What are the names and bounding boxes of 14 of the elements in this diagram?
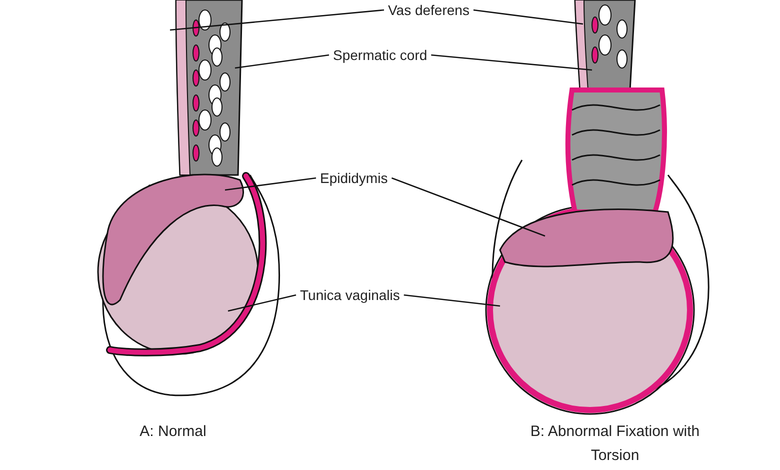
leader-line [224,177,316,191]
leader-line [404,294,500,307]
leader-line [234,54,330,69]
leader-line [228,294,296,312]
leader-line [391,177,546,237]
leader-line [170,9,384,31]
panel-caption: B: Abnormal Fixation with Torsion [530,423,700,464]
leader-line [473,9,584,25]
leader-line [431,54,592,71]
part-label: Vas deferens [388,1,470,20]
panel-caption: A: Normal [140,423,206,440]
part-label: Tunica vaginalis [300,286,400,305]
part-label: Spermatic cord [333,46,428,65]
part-label: Epididymis [320,169,388,188]
